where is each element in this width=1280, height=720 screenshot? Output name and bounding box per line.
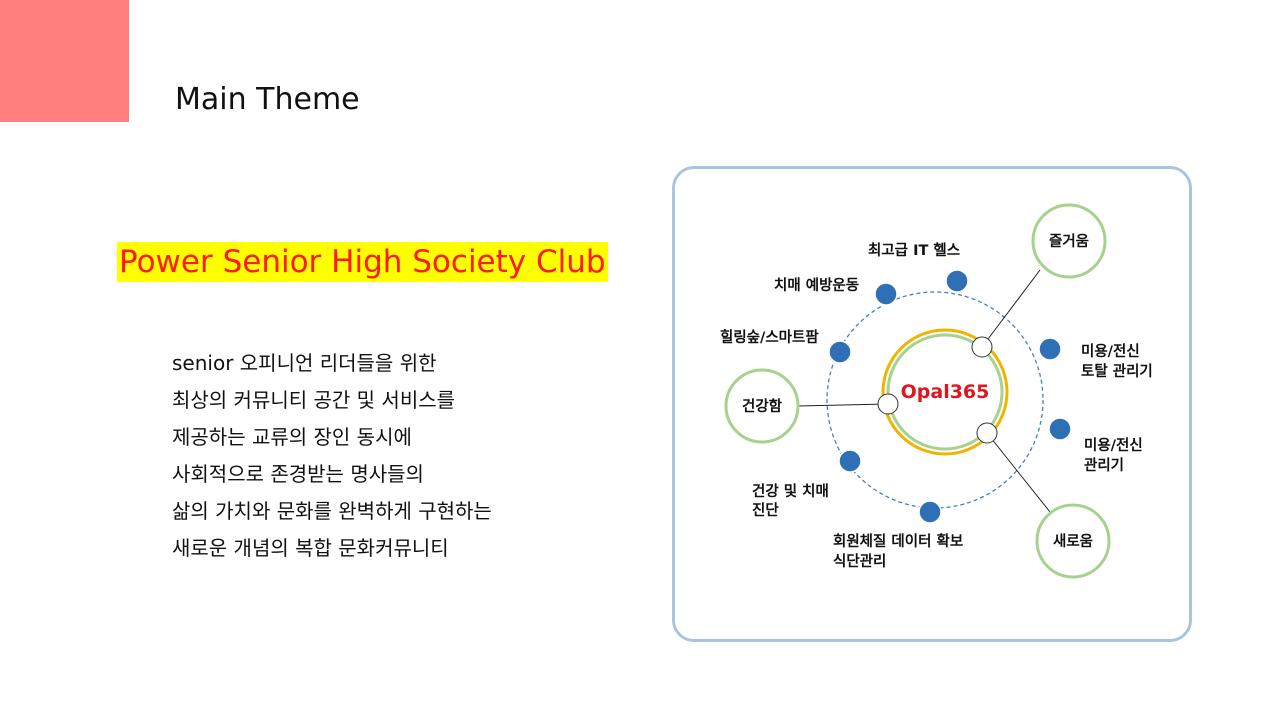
pillar-label-health: 건강함 [742,397,783,415]
center-label: Opal365 [901,381,990,403]
service-label: 건강 및 치매 [752,482,829,500]
service-node-dementia-diagnosis [838,449,862,473]
service-label: 미용/전신 [1084,437,1143,454]
junction-node [976,422,998,444]
connector-line [986,432,1051,513]
service-label: 치매 예방운동 [774,276,859,294]
club-title: Power Senior High Society Club [117,242,608,282]
service-label: 회원체질 데이터 확보 [833,532,963,550]
service-label: 식단관리 [833,553,886,570]
service-label: 미용/전신 [1081,343,1140,360]
pillar-label-new: 새로움 [1053,533,1093,550]
service-node-beauty-care [1048,417,1072,441]
junction-node [877,393,899,415]
service-node-dementia-exercise [874,282,898,306]
service-node-member-data [918,500,942,524]
service-label: 진단 [752,502,779,519]
service-label: 토탈 관리기 [1081,363,1153,380]
page-title: Main Theme [175,82,360,117]
pillar-circle-health [724,368,800,444]
service-node-beauty-total [1038,337,1062,361]
description-line: senior 오피니언 리더들을 위한 [172,351,437,375]
pillar-circle-joy [1031,203,1107,279]
description-list: senior 오피니언 리더들을 위한 최상의 커뮤니티 공간 및 서비스를 제… [172,345,492,567]
connector-line [797,403,889,407]
description-line: 제공하는 교류의 장인 동시에 [172,425,412,449]
center-inner-ring [886,333,1004,451]
accent-block [0,0,129,122]
service-label: 관리기 [1084,457,1124,474]
service-node-it-health [945,269,969,293]
service-label: 최고급 IT 헬스 [868,241,960,259]
service-label: 힐링숲/스마트팜 [720,328,819,346]
pillar-circle-new [1035,503,1111,579]
connector-line [981,269,1041,348]
description-line: 삶의 가치와 문화를 완벽하게 구현하는 [172,499,492,523]
description-line: 새로운 개념의 복합 문화커뮤니티 [172,536,449,560]
description-line: 사회적으로 존경받는 명사들의 [172,462,424,486]
junction-node [971,336,993,358]
description-line: 최상의 커뮤니티 공간 및 서비스를 [172,388,456,412]
pillar-label-joy: 즐거움 [1049,233,1089,250]
service-node-healing-forest [828,340,852,364]
